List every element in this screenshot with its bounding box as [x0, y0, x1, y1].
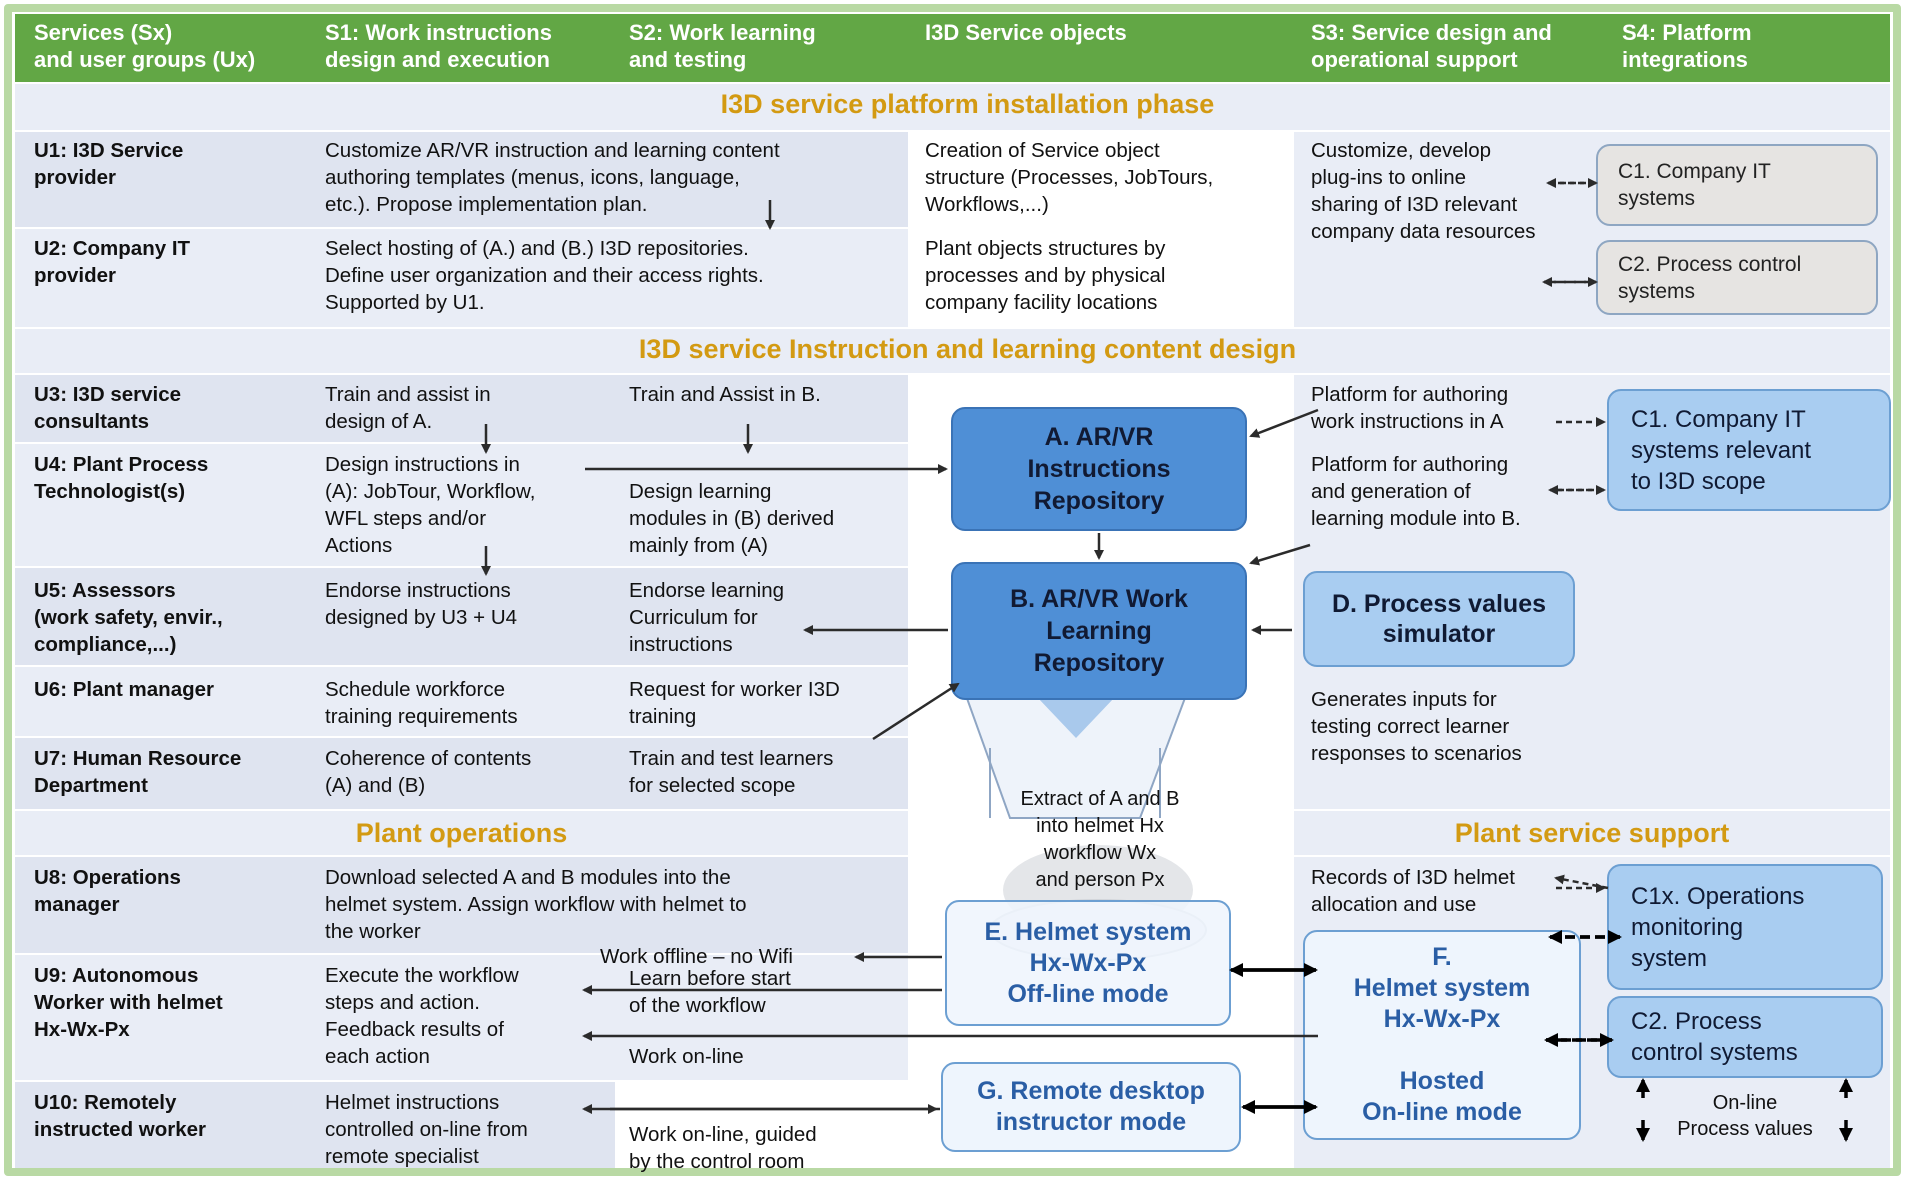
section-content-design: I3D service Instruction and learning con… — [638, 334, 1297, 364]
section-installation: I3D service platform installation phase — [720, 89, 1215, 119]
row-u1-bg — [15, 132, 908, 227]
row-u8-user: U8: Operations manager — [34, 866, 181, 916]
row-u10-s1: Helmet instructions controlled on-line f… — [325, 1091, 528, 1168]
box-c1x-operations-monitoring: C1x. Operations monitoring system — [1607, 864, 1883, 990]
installation-band — [15, 84, 1890, 130]
box-c1-company-it-top: C1. Company IT systems — [1596, 144, 1878, 226]
box-b-work-learning-repository: B. AR/VR Work Learning Repository — [951, 562, 1247, 700]
row-u6-s2: Request for worker I3D training — [629, 678, 840, 728]
row-u7-user: U7: Human Resource Department — [34, 747, 242, 797]
section-plant-service-support: Plant service support — [1454, 818, 1730, 848]
box-c1-company-it-relevant: C1. Company IT systems relevant to I3D s… — [1607, 389, 1891, 511]
box-g-remote-desktop: G. Remote desktop instructor mode — [941, 1062, 1241, 1152]
box-c2-process-control-bottom: C2. Process control systems — [1607, 996, 1883, 1078]
row-u9-bg — [15, 955, 908, 1080]
box-d-process-values-simulator: D. Process values simulator — [1303, 571, 1575, 667]
row-u1-s1: Customize AR/VR instruction and learning… — [325, 139, 780, 216]
row-u5-bg — [15, 568, 908, 665]
content-design-band — [15, 329, 1890, 373]
row-u2-user: U2: Company IT provider — [34, 237, 191, 287]
row-u3-user: U3: I3D service consultants — [34, 383, 182, 433]
row-u10-user: U10: Remotely instructed worker — [34, 1091, 207, 1141]
row-u5-s1: Endorse instructions designed by U3 + U4 — [325, 579, 518, 629]
label-learn-before: Learn before start of the workflow — [629, 967, 791, 1017]
header-s4: S4: Platform integrations — [1622, 19, 1882, 73]
header-services: Services (Sx) and user groups (Ux) — [34, 19, 314, 73]
row-u4-user: U4: Plant Process Technologist(s) — [34, 453, 209, 503]
row-u1-user: U1: I3D Service provider — [34, 139, 184, 189]
row-u1-objects: Creation of Service object structure (Pr… — [925, 139, 1214, 216]
row-u5-s2: Endorse learning Curriculum for instruct… — [629, 579, 784, 656]
row-u3-s1: Train and assist in design of A. — [325, 383, 491, 433]
label-work-online-guided: Work on-line, guided by the control room — [629, 1123, 817, 1173]
row-u6-s3: Generates inputs for testing correct lea… — [1311, 688, 1522, 765]
row-u10-bg — [15, 1082, 615, 1168]
row-u2-s1: Select hosting of (A.) and (B.) I3D repo… — [325, 237, 764, 314]
row-u6-bg — [15, 667, 908, 736]
plant-operations-band — [15, 811, 908, 855]
label-work-offline: Work offline – no Wifi — [600, 945, 793, 968]
row-u3-bg — [15, 375, 908, 442]
frame — [4, 4, 1901, 1176]
row-u3-s2: Train and Assist in B. — [629, 383, 821, 406]
plant-service-band — [1294, 811, 1890, 855]
row-u5-user: U5: Assessors (work safety, envir., comp… — [34, 579, 223, 656]
row-u4-s1: Design instructions in (A): JobTour, Wor… — [325, 453, 536, 557]
box-f-helmet-online: F. Helmet system Hx-Wx-Px Hosted On-line… — [1303, 930, 1581, 1140]
row-u3-s3: Platform for authoring work instructions… — [1311, 383, 1509, 433]
row-u4-s2: Design learning modules in (B) derived m… — [629, 480, 835, 557]
row-u7-s2: Train and test learners for selected sco… — [629, 747, 834, 797]
header-s3: S3: Service design and operational suppo… — [1311, 19, 1611, 73]
row-u2-bg — [15, 229, 908, 327]
row-u9-s1: Execute the workflow steps and action. F… — [325, 964, 519, 1068]
box-a-instructions-repository: A. AR/VR Instructions Repository — [951, 407, 1247, 531]
header-s1: S1: Work instructions design and executi… — [325, 19, 625, 73]
row-u8-s3: Records of I3D helmet allocation and use — [1311, 866, 1515, 916]
box-c2-process-control-top: C2. Process control systems — [1596, 240, 1878, 315]
row-u7-bg — [15, 738, 908, 809]
row-u2-objects-bg — [910, 229, 1292, 327]
label-work-online: Work on-line — [629, 1045, 744, 1068]
row-u7-s1: Coherence of contents (A) and (B) — [325, 747, 532, 797]
row-u6-s1: Schedule workforce training requirements — [325, 678, 518, 728]
label-extract: Extract of A and B into helmet Hx workfl… — [1020, 788, 1180, 891]
header-s2: S2: Work learning and testing — [629, 19, 909, 73]
row-u6-user: U6: Plant manager — [34, 678, 214, 701]
row-u4-bg — [15, 444, 908, 566]
label-process-values: On-line Process values — [1677, 1092, 1813, 1140]
row-u1-s3: Customize, develop plug-ins to online sh… — [1311, 139, 1536, 243]
row-u8-bg — [15, 857, 908, 953]
row-u1-objects-bg — [910, 132, 1292, 227]
header-objects: I3D Service objects — [925, 19, 1245, 46]
row-u8-s1: Download selected A and B modules into t… — [325, 866, 747, 943]
row-u4-s3: Platform for authoring and generation of… — [1311, 453, 1521, 530]
row-u9-user: U9: Autonomous Worker with helmet Hx-Wx-… — [34, 964, 223, 1041]
section-plant-operations: Plant operations — [355, 818, 568, 848]
row-u2-objects: Plant objects structures by processes an… — [925, 237, 1166, 314]
box-e-helmet-offline: E. Helmet system Hx-Wx-Px Off-line mode — [945, 900, 1231, 1026]
